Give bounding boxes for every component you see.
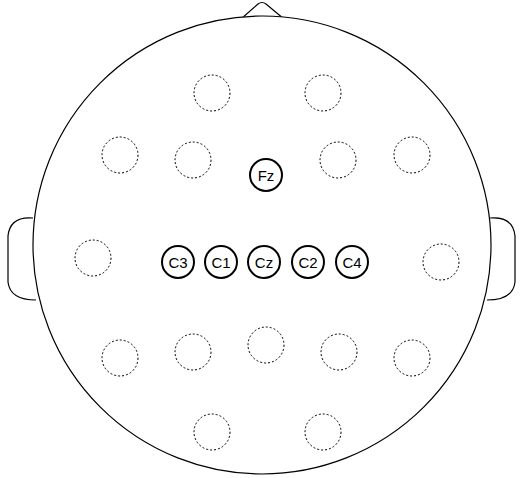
electrode-circle: Fz (249, 158, 283, 192)
electrode-circle: C2 (291, 245, 325, 279)
head-circle (33, 16, 491, 474)
electrode-circle: Cz (247, 245, 281, 279)
electrode-circle: C4 (335, 245, 369, 279)
electrode-label: Cz (255, 255, 273, 270)
electrode-label: C1 (211, 255, 230, 270)
unlabeled-electrodes (75, 75, 459, 450)
left-ear (8, 218, 36, 300)
electrode-label: Fz (258, 168, 275, 183)
electrode-label: C2 (298, 255, 317, 270)
electrode-label: C3 (168, 255, 187, 270)
right-ear (487, 218, 515, 300)
electrode-label: C4 (342, 255, 361, 270)
electrode-circle: C3 (161, 245, 195, 279)
electrode-circle: C1 (204, 245, 238, 279)
